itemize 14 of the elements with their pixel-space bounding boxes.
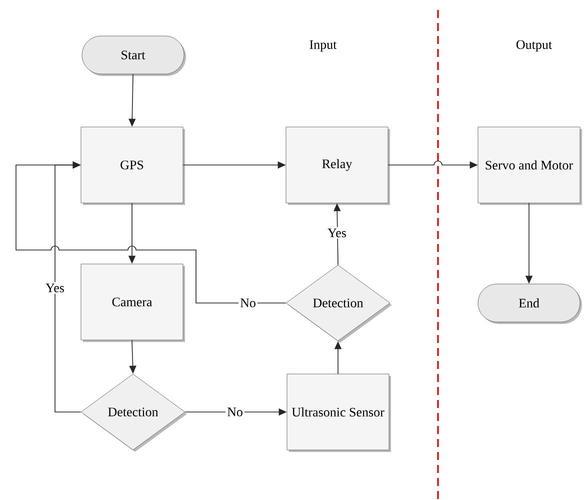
process-box: GPS xyxy=(80,126,185,205)
arrow xyxy=(16,161,286,304)
edge-label: No xyxy=(238,297,258,309)
process-box: Camera xyxy=(80,264,185,342)
section-heading: Output xyxy=(516,40,552,52)
terminal-box: Start xyxy=(82,36,186,76)
process-box: Ultrasonic Sensor xyxy=(286,374,391,452)
section-heading: Input xyxy=(310,40,337,52)
process-box: Relay xyxy=(286,126,390,205)
terminal-box: End xyxy=(478,284,582,324)
edge-label: Yes xyxy=(44,282,66,294)
process-box: Servo and Motor xyxy=(478,126,582,205)
edge-label: Yes xyxy=(326,227,348,239)
edge-label: No xyxy=(226,406,244,418)
